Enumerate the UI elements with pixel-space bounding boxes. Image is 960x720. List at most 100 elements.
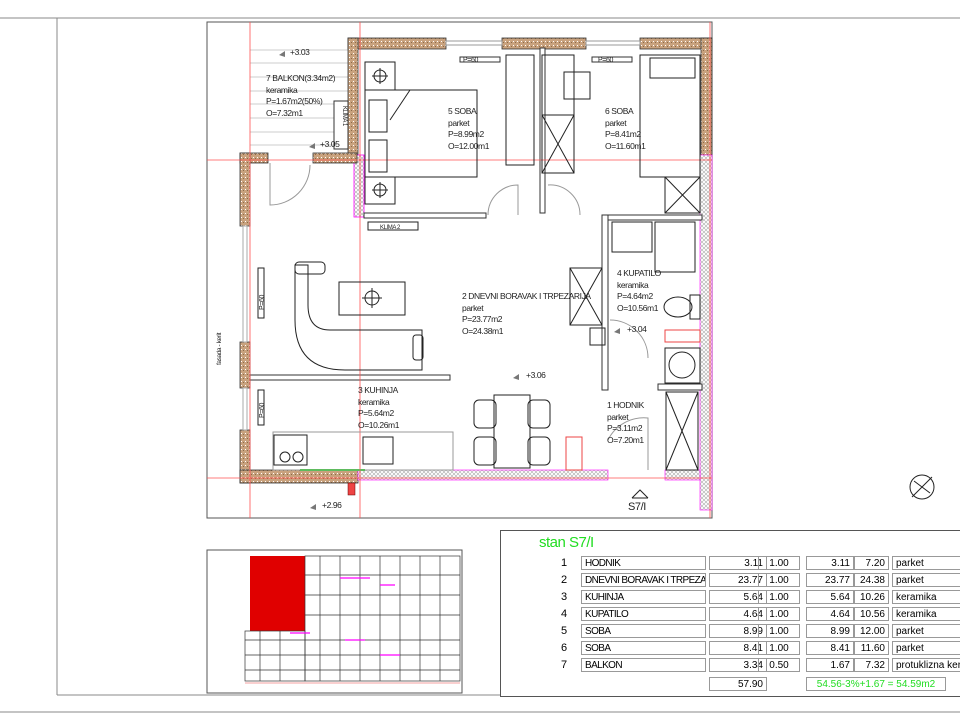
floor-finish: keramika — [892, 590, 960, 604]
room4-name: 4 KUPATILO — [617, 268, 662, 278]
balcony-slats — [250, 49, 348, 146]
level-mark: +3.05 — [320, 139, 340, 149]
room6-area: P=8.41m2 — [605, 129, 641, 139]
net-area: 23.77 — [806, 573, 854, 587]
room-name: BALKON — [581, 658, 706, 672]
net-area: 4.64 — [806, 607, 854, 621]
area-coefficient: 1.00 — [758, 556, 800, 570]
room-name: DNEVNI BORAVAK I TRPEZARIJA — [581, 573, 706, 587]
balcony-floor: keramika — [266, 85, 298, 95]
room1-floor: parket — [607, 412, 629, 422]
room4-floor: keramika — [617, 280, 649, 290]
net-area: 1.67 — [806, 658, 854, 672]
room3-name: 3 KUHINJA — [358, 385, 399, 395]
room4-area: P=4.64m2 — [617, 291, 653, 301]
room-area: 4.64 — [709, 607, 767, 621]
area-coefficient: 1.00 — [758, 624, 800, 638]
room5-area: P=8.99m2 — [448, 129, 484, 139]
level-mark: +2.96 — [322, 500, 342, 510]
area-coefficient: 1.00 — [758, 641, 800, 655]
window-label: P=60 — [259, 403, 266, 418]
room-name: KUHINJA — [581, 590, 706, 604]
walls — [239, 37, 713, 511]
balcony-area: P=1.67m2(50%) — [266, 96, 323, 106]
furniture — [257, 54, 701, 499]
room4-perimeter: O=10.56m1 — [617, 303, 659, 313]
row-number: 3 — [561, 591, 568, 603]
net-area: 5.64 — [806, 590, 854, 604]
floor-finish: parket — [892, 556, 960, 570]
balcony-name: 7 BALKON(3.34m2) — [266, 73, 336, 83]
window-label: P=60 — [463, 57, 478, 64]
row-number: 7 — [561, 659, 568, 671]
floor-finish: keramika — [892, 607, 960, 621]
room-name: SOBA — [581, 641, 706, 655]
klima-label: KLIMA 1 — [341, 106, 347, 127]
window-label: P=60 — [598, 57, 613, 64]
area-coefficient: 1.00 — [758, 590, 800, 604]
room-name: HODNIK — [581, 556, 706, 570]
net-area: 3.11 — [806, 556, 854, 570]
room5-perimeter: O=12.00m1 — [448, 141, 490, 151]
room6-floor: parket — [605, 118, 627, 128]
room3-perimeter: O=10.26m1 — [358, 420, 400, 430]
total-area: 57.90 — [709, 677, 767, 691]
floor-finish: parket — [892, 624, 960, 638]
room6-name: 6 SOBA — [605, 106, 634, 116]
room-area: 5.64 — [709, 590, 767, 604]
floor-finish: protuklizna keramika — [892, 658, 960, 672]
north-arrow-icon — [909, 474, 935, 500]
area-coefficient: 0.50 — [758, 658, 800, 672]
room-name: SOBA — [581, 624, 706, 638]
room-perimeter: 12.00 — [854, 624, 889, 638]
room2-area: P=23.77m2 — [462, 314, 503, 324]
room2-floor: parket — [462, 303, 484, 313]
room5-floor: parket — [448, 118, 470, 128]
room3-floor: keramika — [358, 397, 390, 407]
total-row: 57.90 54.56-3%+1.67 = 54.59m2 — [501, 677, 960, 693]
room5-name: 5 SOBA — [448, 106, 477, 116]
room-area: 8.99 — [709, 624, 767, 638]
room-perimeter: 10.26 — [854, 590, 889, 604]
room3-area: P=5.64m2 — [358, 408, 394, 418]
level-mark: +3.04 — [627, 324, 647, 334]
room-area: 8.41 — [709, 641, 767, 655]
room1-area: P=3.11m2 — [607, 423, 643, 433]
net-area: 8.41 — [806, 641, 854, 655]
apartment-title: stan S7/I — [539, 534, 594, 551]
room-perimeter: 7.32 — [854, 658, 889, 672]
room-name: KUPATILO — [581, 607, 706, 621]
net-area-formula: 54.56-3%+1.67 = 54.59m2 — [806, 677, 946, 691]
area-coefficient: 1.00 — [758, 573, 800, 587]
facade-label: fasada - kerit — [216, 332, 223, 365]
row-number: 1 — [561, 557, 568, 569]
room-area: 3.11 — [709, 556, 767, 570]
row-number: 5 — [561, 625, 568, 637]
room2-name: 2 DNEVNI BORAVAK I TRPEZARIJA — [462, 291, 591, 301]
row-number: 4 — [561, 608, 568, 620]
room1-name: 1 HODNIK — [607, 400, 645, 410]
axis-lines — [207, 22, 712, 518]
room-area: 3.34 — [709, 658, 767, 672]
row-number: 6 — [561, 642, 568, 654]
balcony-perimeter: O=7.32m1 — [266, 108, 303, 118]
room2-perimeter: O=24.38m1 — [462, 326, 504, 336]
net-area: 8.99 — [806, 624, 854, 638]
klima-label: KLIMA 2 — [380, 225, 401, 231]
level-mark: +3.06 — [526, 370, 546, 380]
room-perimeter: 24.38 — [854, 573, 889, 587]
room-perimeter: 7.20 — [854, 556, 889, 570]
floor-finish: parket — [892, 641, 960, 655]
key-plan-thumbnail — [206, 549, 463, 694]
room-perimeter: 10.56 — [854, 607, 889, 621]
room1-perimeter: O=7.20m1 — [607, 435, 644, 445]
